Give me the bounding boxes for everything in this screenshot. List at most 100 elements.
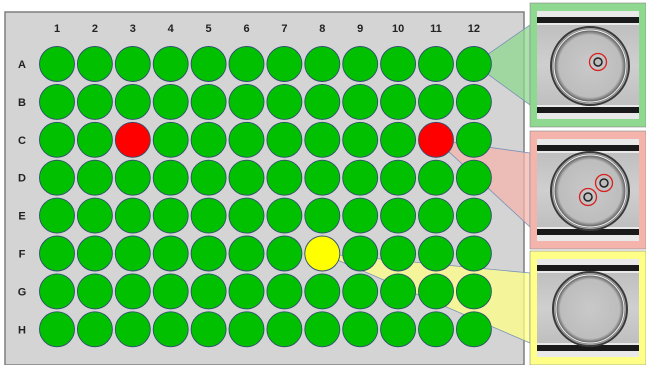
well-C4[interactable] (153, 122, 188, 157)
well-H11[interactable] (419, 312, 454, 347)
well-D1[interactable] (40, 160, 75, 195)
well-F6[interactable] (229, 236, 264, 271)
well-E1[interactable] (40, 198, 75, 233)
droplet (553, 272, 627, 346)
well-G11[interactable] (419, 274, 454, 309)
well-A2[interactable] (77, 47, 112, 82)
well-D3[interactable] (115, 160, 150, 195)
well-H4[interactable] (153, 312, 188, 347)
well-A5[interactable] (191, 47, 226, 82)
well-F5[interactable] (191, 236, 226, 271)
well-E7[interactable] (267, 198, 302, 233)
well-D7[interactable] (267, 160, 302, 195)
well-E9[interactable] (343, 198, 378, 233)
well-E2[interactable] (77, 198, 112, 233)
well-B10[interactable] (381, 84, 416, 119)
well-H7[interactable] (267, 312, 302, 347)
well-G7[interactable] (267, 274, 302, 309)
row-label: C (18, 135, 26, 147)
well-E5[interactable] (191, 198, 226, 233)
well-A10[interactable] (381, 47, 416, 82)
well-D12[interactable] (456, 160, 491, 195)
well-E10[interactable] (381, 198, 416, 233)
well-B2[interactable] (77, 84, 112, 119)
well-D8[interactable] (305, 160, 340, 195)
well-B1[interactable] (40, 84, 75, 119)
well-G5[interactable] (191, 274, 226, 309)
well-F10[interactable] (381, 236, 416, 271)
well-A1[interactable] (40, 47, 75, 82)
well-F8[interactable] (305, 236, 340, 271)
well-G3[interactable] (115, 274, 150, 309)
well-H10[interactable] (381, 312, 416, 347)
well-C12[interactable] (456, 122, 491, 157)
well-H1[interactable] (40, 312, 75, 347)
well-A8[interactable] (305, 47, 340, 82)
well-C1[interactable] (40, 122, 75, 157)
well-G9[interactable] (343, 274, 378, 309)
well-D11[interactable] (419, 160, 454, 195)
well-G12[interactable] (456, 274, 491, 309)
well-H3[interactable] (115, 312, 150, 347)
well-C11[interactable] (419, 122, 454, 157)
well-E11[interactable] (419, 198, 454, 233)
well-C3[interactable] (115, 122, 150, 157)
well-H5[interactable] (191, 312, 226, 347)
well-F7[interactable] (267, 236, 302, 271)
well-D6[interactable] (229, 160, 264, 195)
well-D5[interactable] (191, 160, 226, 195)
well-B6[interactable] (229, 84, 264, 119)
well-C7[interactable] (267, 122, 302, 157)
well-A7[interactable] (267, 47, 302, 82)
well-D2[interactable] (77, 160, 112, 195)
well-D4[interactable] (153, 160, 188, 195)
well-B3[interactable] (115, 84, 150, 119)
well-G1[interactable] (40, 274, 75, 309)
well-H6[interactable] (229, 312, 264, 347)
well-B8[interactable] (305, 84, 340, 119)
well-H12[interactable] (456, 312, 491, 347)
well-F2[interactable] (77, 236, 112, 271)
well-G2[interactable] (77, 274, 112, 309)
well-A11[interactable] (419, 47, 454, 82)
well-H9[interactable] (343, 312, 378, 347)
well-A12[interactable] (456, 47, 491, 82)
well-C9[interactable] (343, 122, 378, 157)
well-G8[interactable] (305, 274, 340, 309)
well-E3[interactable] (115, 198, 150, 233)
well-D9[interactable] (343, 160, 378, 195)
well-D10[interactable] (381, 160, 416, 195)
well-F12[interactable] (456, 236, 491, 271)
well-F3[interactable] (115, 236, 150, 271)
well-A6[interactable] (229, 47, 264, 82)
well-B12[interactable] (456, 84, 491, 119)
well-C6[interactable] (229, 122, 264, 157)
well-H8[interactable] (305, 312, 340, 347)
well-G6[interactable] (229, 274, 264, 309)
well-F4[interactable] (153, 236, 188, 271)
well-B7[interactable] (267, 84, 302, 119)
well-F11[interactable] (419, 236, 454, 271)
well-B4[interactable] (153, 84, 188, 119)
well-F9[interactable] (343, 236, 378, 271)
well-B5[interactable] (191, 84, 226, 119)
well-E6[interactable] (229, 198, 264, 233)
well-G4[interactable] (153, 274, 188, 309)
well-A9[interactable] (343, 47, 378, 82)
well-B9[interactable] (343, 84, 378, 119)
well-C5[interactable] (191, 122, 226, 157)
well-C10[interactable] (381, 122, 416, 157)
well-C8[interactable] (305, 122, 340, 157)
well-C2[interactable] (77, 122, 112, 157)
well-B11[interactable] (419, 84, 454, 119)
well-A3[interactable] (115, 47, 150, 82)
well-A4[interactable] (153, 47, 188, 82)
row-label: G (18, 286, 27, 298)
well-G10[interactable] (381, 274, 416, 309)
well-E12[interactable] (456, 198, 491, 233)
well-E4[interactable] (153, 198, 188, 233)
well-E8[interactable] (305, 198, 340, 233)
well-H2[interactable] (77, 312, 112, 347)
row-label: B (18, 97, 26, 109)
well-F1[interactable] (40, 236, 75, 271)
